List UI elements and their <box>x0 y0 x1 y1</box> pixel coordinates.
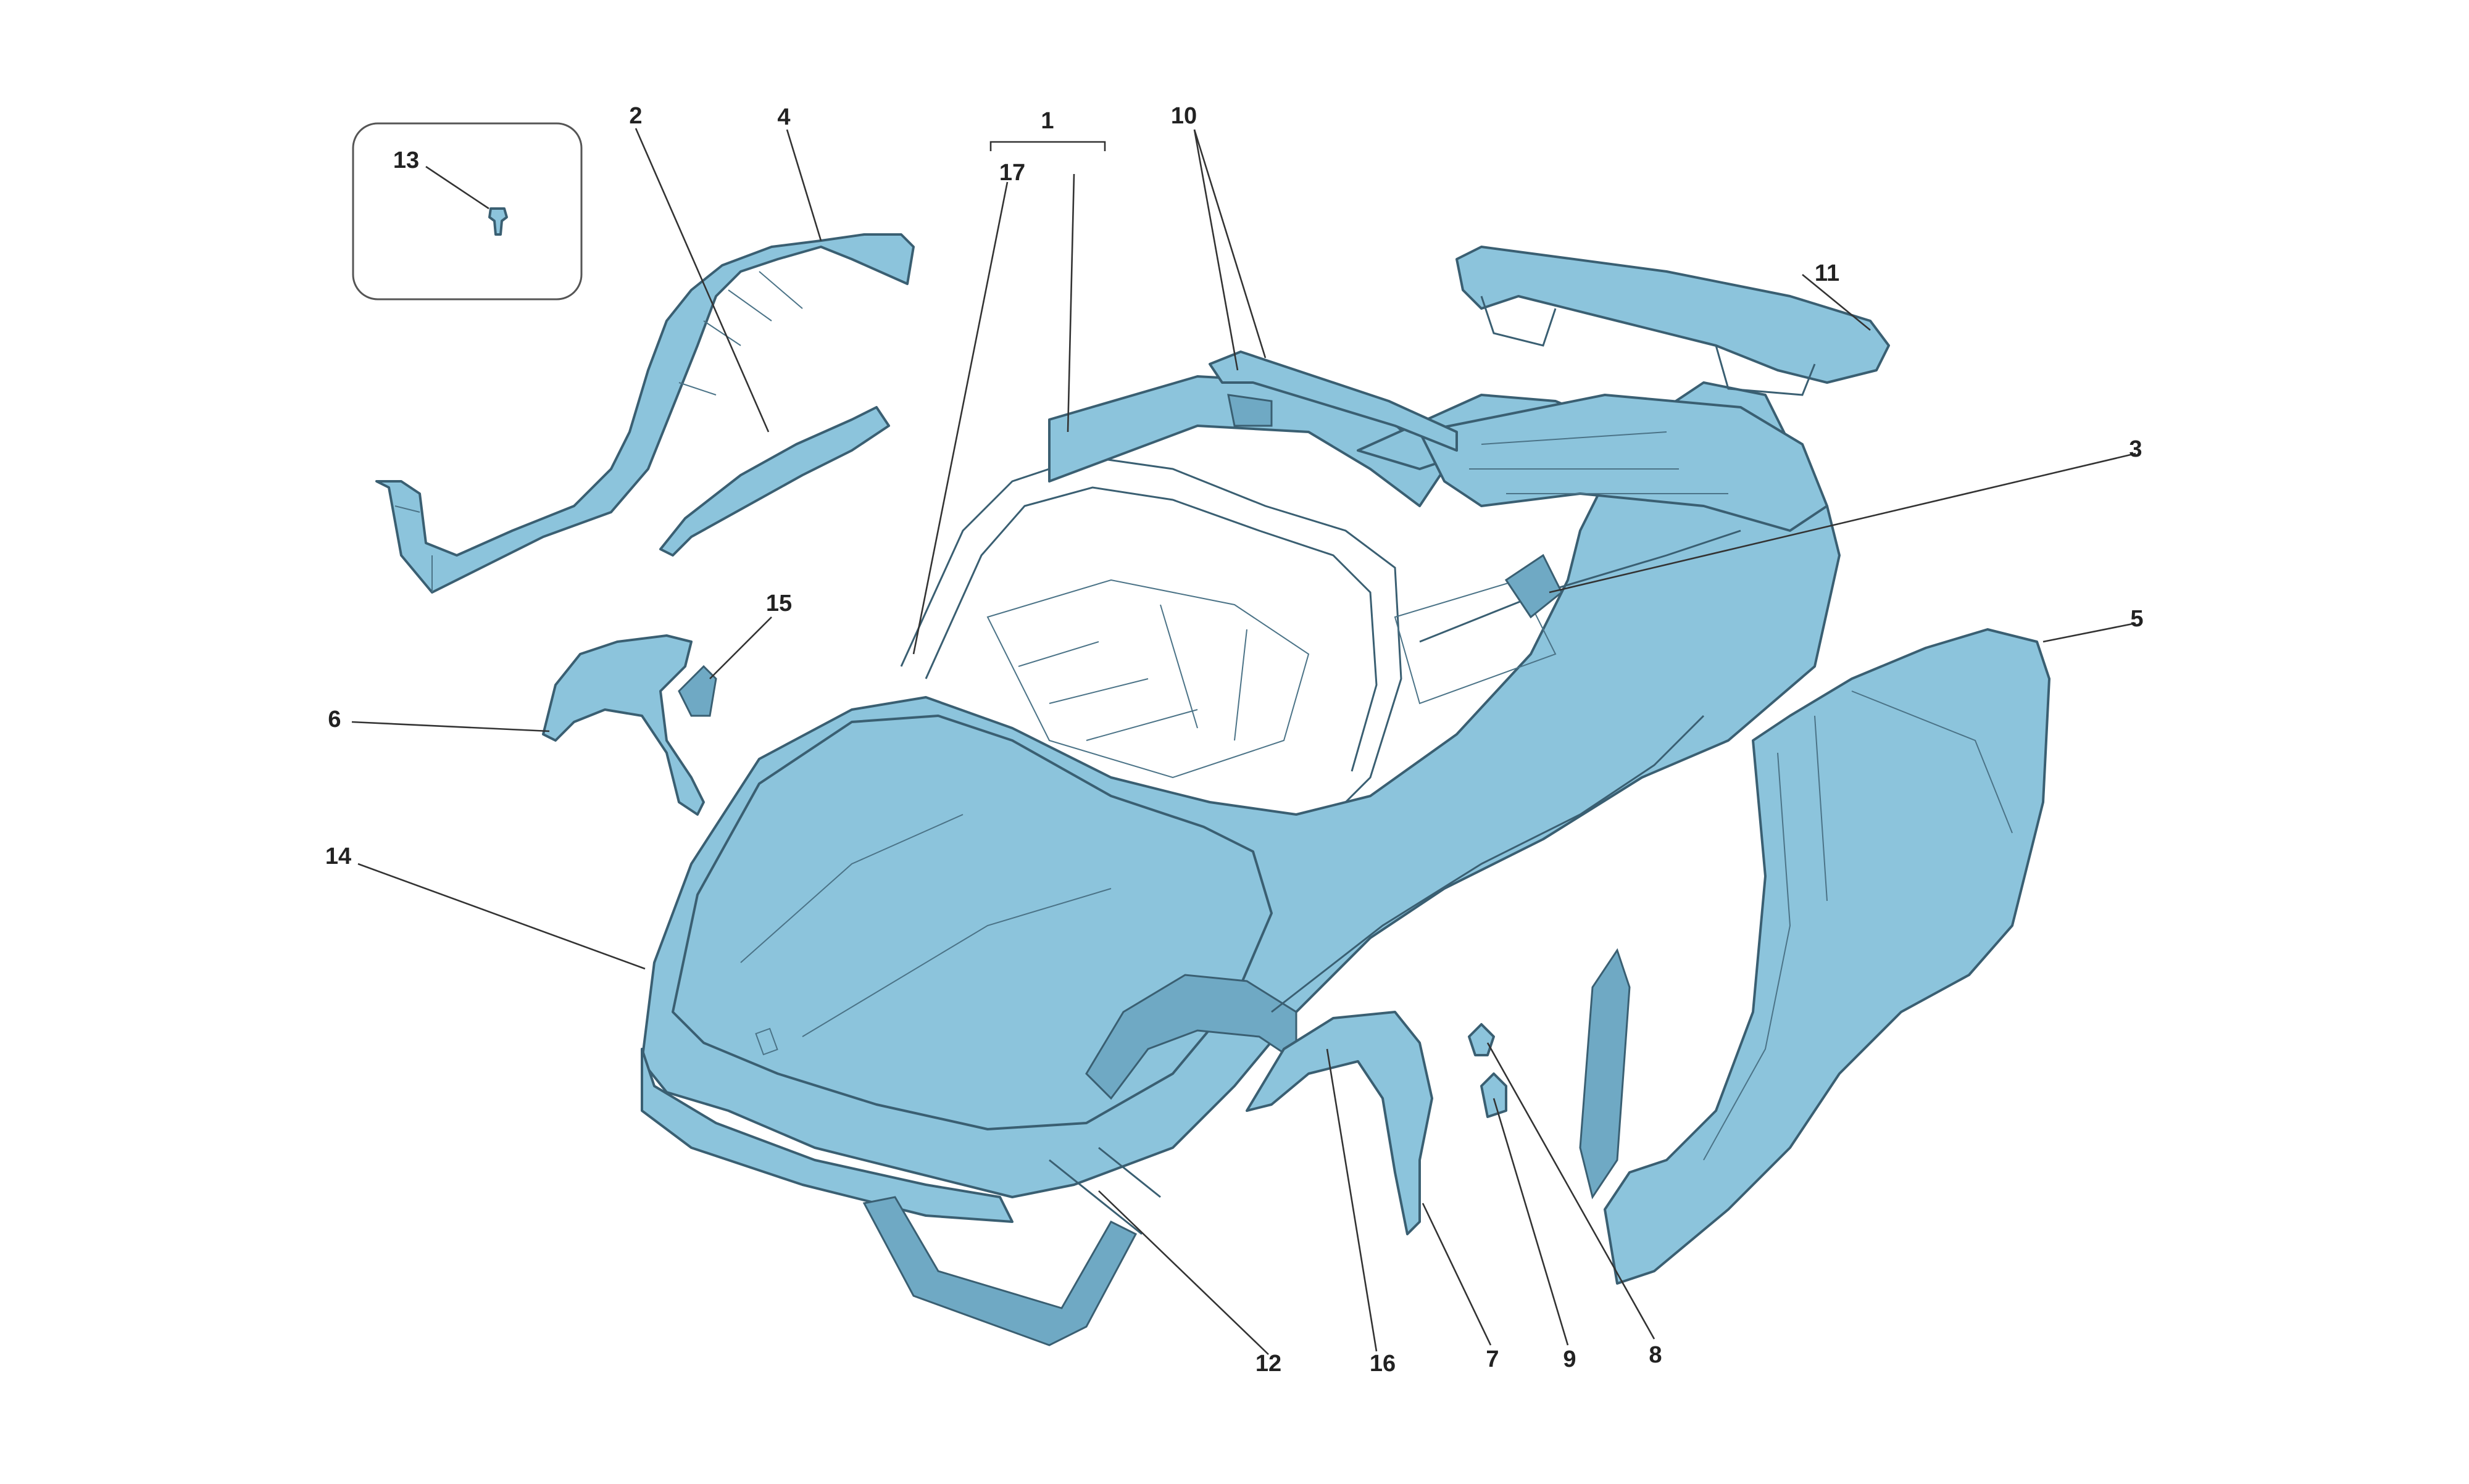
leader-9 <box>1493 1098 1569 1346</box>
callout-11: 11 <box>1815 260 1839 286</box>
front-fender-left <box>542 634 717 816</box>
bracket-15-shape <box>678 665 717 717</box>
callout-3: 3 <box>2129 436 2142 462</box>
leader-12 <box>1098 1190 1269 1355</box>
clip-9-shape <box>1480 1072 1507 1118</box>
leader-5 <box>2042 622 2136 643</box>
leader-3 <box>1549 452 2136 594</box>
callout-16: 16 <box>1370 1351 1396 1377</box>
inset-box: 13 <box>352 122 583 301</box>
clip-8-shape <box>1468 1023 1495 1056</box>
right-side-outer-panel <box>1579 628 2051 1285</box>
leader-14 <box>357 863 646 970</box>
small-clips <box>1468 1023 1507 1118</box>
callout-2: 2 <box>629 103 642 129</box>
callout-4: 4 <box>777 104 790 130</box>
leader-16 <box>1326 1048 1378 1352</box>
leader-8 <box>1486 1042 1655 1340</box>
sill-reinforcement <box>1579 948 1631 1200</box>
front-subframe-12 <box>862 1196 1138 1346</box>
callout-7: 7 <box>1486 1346 1499 1372</box>
leader-11 <box>1802 273 1871 331</box>
callout-9: 9 <box>1563 1346 1576 1372</box>
callout-15: 15 <box>766 591 792 616</box>
leader-1 <box>1067 173 1075 433</box>
rear-inner-bracket <box>1504 553 1563 619</box>
leader-15 <box>709 616 772 679</box>
leader-13 <box>425 165 489 210</box>
leader-2 <box>635 128 770 433</box>
callout-17: 17 <box>999 160 1025 186</box>
callout-13: 13 <box>393 147 419 173</box>
rear-crossmember <box>1455 246 1890 396</box>
bracket-1 <box>989 141 1106 151</box>
leader-6 <box>351 721 550 732</box>
callout-1: 1 <box>1041 108 1054 134</box>
callout-8: 8 <box>1649 1342 1662 1368</box>
bracket-10-shape <box>1227 394 1273 427</box>
clip-13-shape <box>488 207 508 236</box>
leader-lines <box>351 128 2136 1355</box>
leader-10b <box>1193 129 1267 359</box>
leader-4 <box>786 129 822 241</box>
callout-5: 5 <box>2130 606 2143 632</box>
callout-12: 12 <box>1255 1351 1281 1377</box>
leader-10a <box>1193 129 1239 371</box>
leader-7 <box>1422 1203 1492 1346</box>
callout-14: 14 <box>325 844 351 869</box>
leader-17 <box>912 181 1009 655</box>
front-wheel-arch <box>1246 1011 1433 1235</box>
roof-crossbar <box>1209 350 1458 452</box>
left-side-inner-panel <box>375 233 915 594</box>
callout-labels: 1 2 3 4 5 6 7 8 9 10 11 12 14 15 16 17 <box>325 103 2144 1377</box>
callout-6: 6 <box>328 707 341 732</box>
roof-rail-left <box>659 406 890 557</box>
callout-10: 10 <box>1171 103 1197 129</box>
